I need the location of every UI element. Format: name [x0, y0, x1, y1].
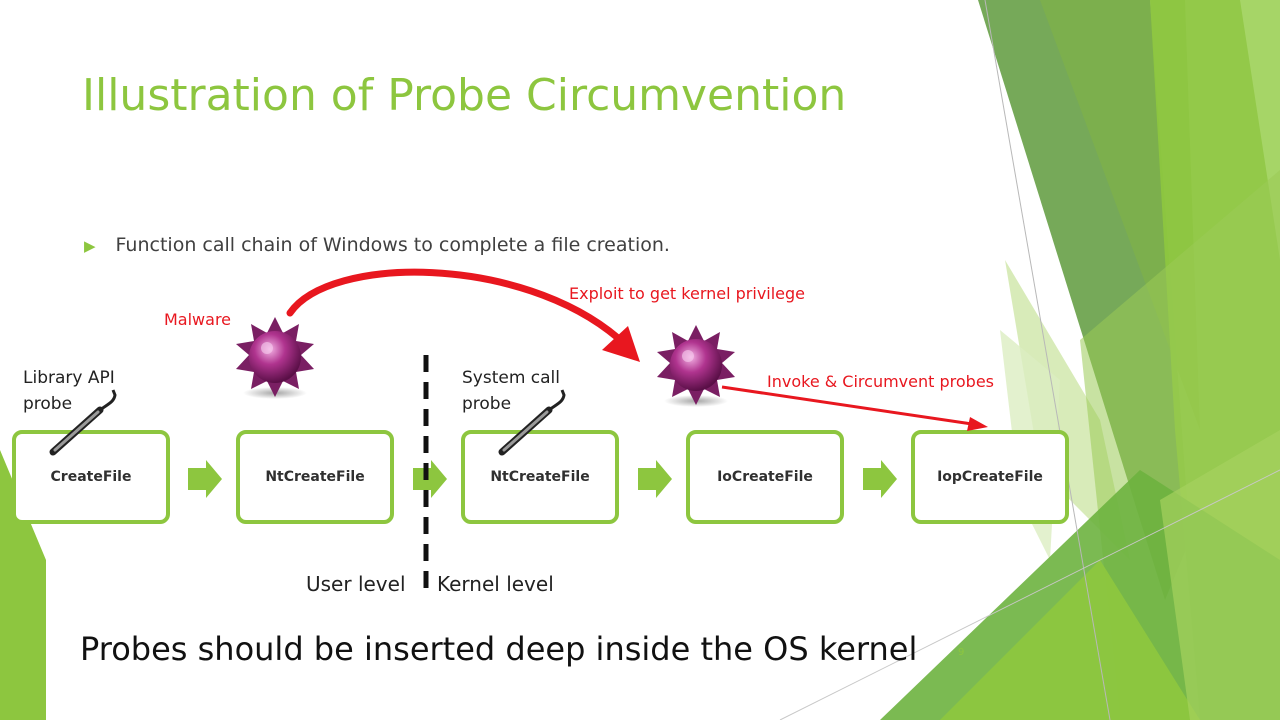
function-box-iocreatefile: IoCreateFile — [686, 430, 844, 524]
user-level-label: User level — [306, 572, 406, 596]
virus-icon — [657, 325, 735, 407]
invoke-arrow — [721, 385, 973, 426]
right-arrow-icon — [188, 460, 222, 498]
function-box-createfile: CreateFile — [12, 430, 170, 524]
invoke-label: Invoke & Circumvent probes — [767, 372, 994, 391]
triangle-bullet-icon: ▶ — [84, 237, 96, 255]
probe-needle-icon — [49, 389, 117, 456]
function-box-ntcreatefile-user: NtCreateFile — [236, 430, 394, 524]
bullet-text: Function call chain of Windows to comple… — [115, 234, 670, 256]
exploit-label: Exploit to get kernel privilege — [569, 284, 806, 303]
slide-title: Illustration of Probe Circumvention — [82, 70, 847, 121]
function-box-iopcreatefile: IopCreateFile — [911, 430, 1069, 524]
syscall-probe-label: System call probe — [462, 368, 561, 414]
kernel-level-label: Kernel level — [437, 572, 554, 596]
probe-needle-icon — [498, 389, 566, 456]
exploit-arrow — [286, 268, 622, 342]
invoke-arrow-head — [967, 417, 988, 431]
right-arrow-icon — [863, 460, 897, 498]
page-number: 9 — [958, 647, 965, 658]
conclusion-text: Probes should be inserted deep inside th… — [80, 630, 918, 668]
exploit-arrow-head — [602, 326, 640, 362]
malware-label: Malware — [164, 310, 232, 329]
library-probe-label: Library API probe — [23, 368, 115, 414]
function-box-ntcreatefile-kernel: NtCreateFile — [461, 430, 619, 524]
right-arrow-icon — [413, 460, 447, 498]
bullet-point: ▶ Function call chain of Windows to compl… — [84, 234, 670, 256]
virus-icon — [236, 317, 314, 399]
right-arrow-icon — [638, 460, 672, 498]
